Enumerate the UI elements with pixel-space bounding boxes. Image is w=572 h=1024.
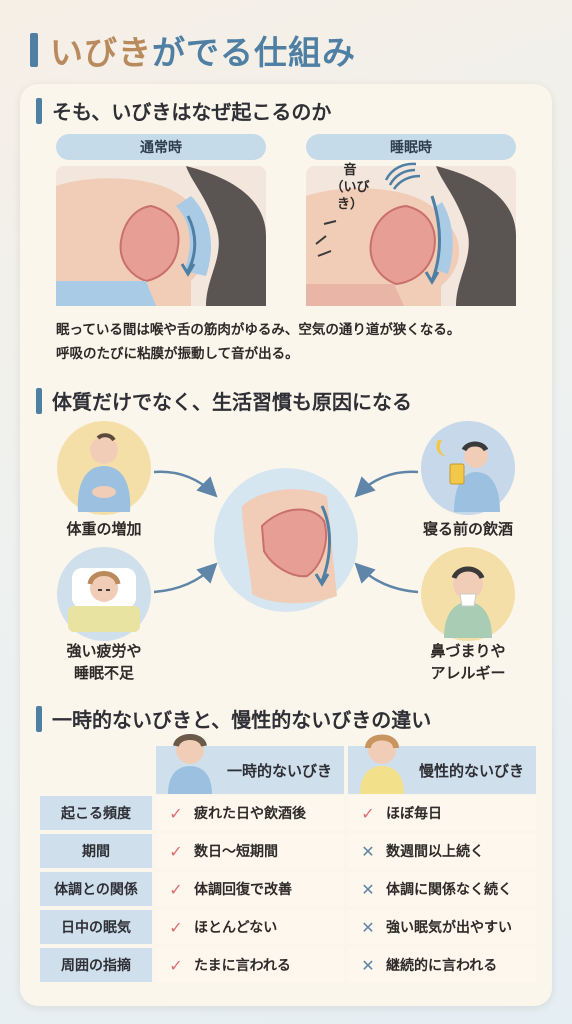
check-icon: ✓ [169,879,183,899]
temp-person-icon [168,734,212,794]
cause-fatigue-1: 強い疲労や [66,642,142,660]
cross-icon: ✕ [361,841,375,861]
section2-heading: 体質だけでなく、生活習慣も原因になる [36,386,412,415]
cause-nose-2: アレルギー [430,664,506,682]
temp-cell: ✓ 数日〜短期間 [156,834,344,868]
cause-fatigue-2: 睡眠不足 [73,664,134,682]
chronic-cell: ✕ 体調に関係なく続く [348,872,536,906]
chronic-cell: ✕ 継続的に言われる [348,948,536,982]
col-chronic-label: 慢性的ないびき [418,761,524,780]
table-row: 期間 ✓ 数日〜短期間 ✕ 数週間以上続く [40,834,536,868]
check-icon: ✓ [169,803,183,823]
section1-description: 眠っている間は喉や舌の筋肉がゆるみ、空気の通り道が狭くなる。 呼吸のたびに粘膜が… [56,318,526,366]
nasal-congestion-icon [421,547,515,641]
temp-text: 数日〜短期間 [194,844,278,860]
cause-nose-1: 鼻づまりや [430,642,506,660]
chronic-cell: ✕ 数週間以上続く [348,834,536,868]
desc-line2: 呼吸のたびに粘膜が振動して音が出る。 [56,346,299,362]
temp-cell: ✓ ほとんどない [156,910,344,944]
temp-text: 体調回復で改善 [194,882,292,898]
chronic-cell: ✕ 強い眠気が出やすい [348,910,536,944]
fatigue-icon [57,547,151,641]
table-row: 体調との関係 ✓ 体調回復で改善 ✕ 体調に関係なく続く [40,872,536,906]
temp-cell: ✓ たまに言われる [156,948,344,982]
page-title: いびき がでる仕組み [30,28,356,72]
sleep-airway-illustration [306,166,516,306]
temp-text: 疲れた日や飲酒後 [194,806,306,822]
section1-heading: そも、いびきはなぜ起こるのか [36,96,331,125]
table-row: 周囲の指摘 ✓ たまに言われる ✕ 継続的に言われる [40,948,536,982]
alcohol-icon [421,421,515,515]
section3-heading-text: 一時的ないびきと、慢性的ないびきの違い [52,708,432,732]
cause-arrows [153,470,419,594]
cross-icon: ✕ [361,917,375,937]
normal-airway-illustration [56,166,266,306]
title-rest: がでる仕組み [152,33,356,72]
temp-text: ほとんどない [194,920,278,936]
section1-heading-text: そも、いびきはなぜ起こるのか [52,100,332,124]
cause-weight: 体重の増加 [66,520,142,538]
chronic-text: 体調に関係なく続く [386,882,512,898]
row-label: 日中の眠気 [40,910,152,944]
temp-text: たまに言われる [194,958,291,974]
cause-nose: 鼻づまりや アレルギー [404,640,532,684]
cross-icon: ✕ [361,879,375,899]
sound-label: 音 （いびき） [322,162,378,213]
section2-heading-text: 体質だけでなく、生活習慣も原因になる [52,390,412,414]
section-bar [36,705,42,732]
check-icon: ✓ [361,803,375,823]
sound-label-2: （いびき） [330,180,370,212]
table-row: 日中の眠気 ✓ ほとんどない ✕ 強い眠気が出やすい [40,910,536,944]
chronic-text: 強い眠気が出やすい [386,920,512,936]
sleep-label: 睡眠時 [306,134,516,160]
chronic-text: 数週間以上続く [386,844,484,860]
desc-line1: 眠っている間は喉や舌の筋肉がゆるみ、空気の通り道が狭くなる。 [56,322,461,338]
row-label: 周囲の指摘 [40,948,152,982]
row-label: 期間 [40,834,152,868]
table-row: 起こる頻度 ✓ 疲れた日や飲酒後 ✓ ほぼ毎日 [40,796,536,830]
sound-label-1: 音 [343,163,357,178]
check-icon: ✓ [169,841,183,861]
weight-gain-icon [57,421,151,515]
chronic-cell: ✓ ほぼ毎日 [348,796,536,830]
airway-center-illustration [214,468,358,612]
chronic-text: ほぼ毎日 [386,806,442,822]
title-accent: いびき [50,33,152,72]
normal-label: 通常時 [56,134,266,160]
title-bar [30,33,38,67]
section-bar [36,387,42,414]
chronic-person-icon [360,734,404,794]
temp-cell: ✓ 疲れた日や飲酒後 [156,796,344,830]
section-bar [36,97,42,124]
row-label: 起こる頻度 [40,796,152,830]
row-label: 体調との関係 [40,872,152,906]
cross-icon: ✕ [361,955,375,975]
check-icon: ✓ [169,917,183,937]
cause-alcohol: 寝る前の飲酒 [422,520,513,538]
cause-fatigue: 強い疲労や 睡眠不足 [40,640,168,684]
section3-heading: 一時的ないびきと、慢性的ないびきの違い [36,704,431,733]
col-temp-label: 一時的ないびき [226,761,332,780]
temp-cell: ✓ 体調回復で改善 [156,872,344,906]
check-icon: ✓ [169,955,183,975]
sound-wave-icon [384,162,421,190]
chronic-text: 継続的に言われる [386,958,498,974]
